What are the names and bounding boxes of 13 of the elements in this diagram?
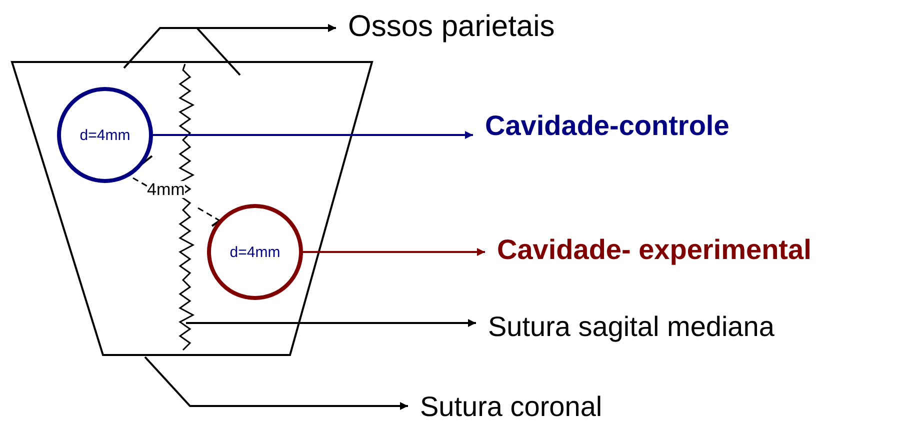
diameter-label: d=4mm bbox=[80, 126, 130, 144]
leader-line bbox=[194, 24, 336, 76]
arrow bbox=[303, 248, 485, 256]
leader-line bbox=[144, 356, 408, 410]
arrow bbox=[153, 131, 473, 139]
cavity-label: Cavidade-controle bbox=[485, 112, 730, 140]
dimension-label: 4mm bbox=[147, 181, 185, 198]
cavity-label: Cavidade- experimental bbox=[497, 236, 812, 264]
leader-line bbox=[186, 319, 476, 327]
part-label: Sutura coronal bbox=[420, 393, 602, 421]
diameter-label: d=4mm bbox=[230, 244, 280, 260]
part-label: Ossos parietais bbox=[348, 12, 555, 42]
part-label: Sutura sagital mediana bbox=[488, 313, 774, 341]
